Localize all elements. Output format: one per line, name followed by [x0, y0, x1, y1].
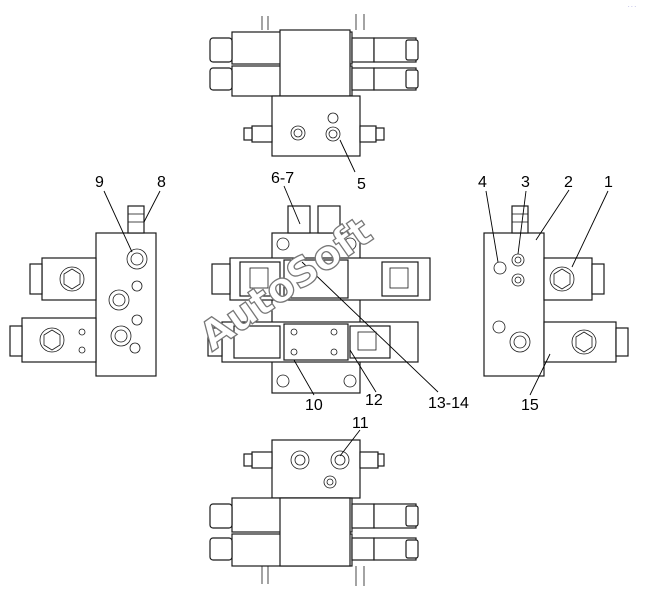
callout-12: 12	[365, 392, 383, 409]
callout-15: 15	[521, 397, 539, 414]
callout-4: 4	[478, 174, 487, 191]
right-side-view	[483, 205, 629, 377]
callout-3: 3	[521, 174, 530, 191]
callout-8: 8	[157, 174, 166, 191]
callout-2: 2	[564, 174, 573, 191]
callout-1: 1	[604, 174, 613, 191]
corner-mark: · · ·	[628, 4, 636, 10]
callout-11: 11	[352, 415, 369, 432]
leader-lines	[103, 139, 609, 457]
callout-13-14: 13-14	[428, 395, 469, 412]
top-view	[209, 14, 419, 157]
callout-5: 5	[357, 176, 366, 193]
bottom-view	[209, 439, 419, 586]
front-view	[207, 205, 431, 394]
left-side-view	[9, 205, 157, 377]
callout-9: 9	[95, 174, 104, 191]
callout-10: 10	[305, 397, 323, 414]
callout-6-7: 6-7	[271, 170, 294, 187]
